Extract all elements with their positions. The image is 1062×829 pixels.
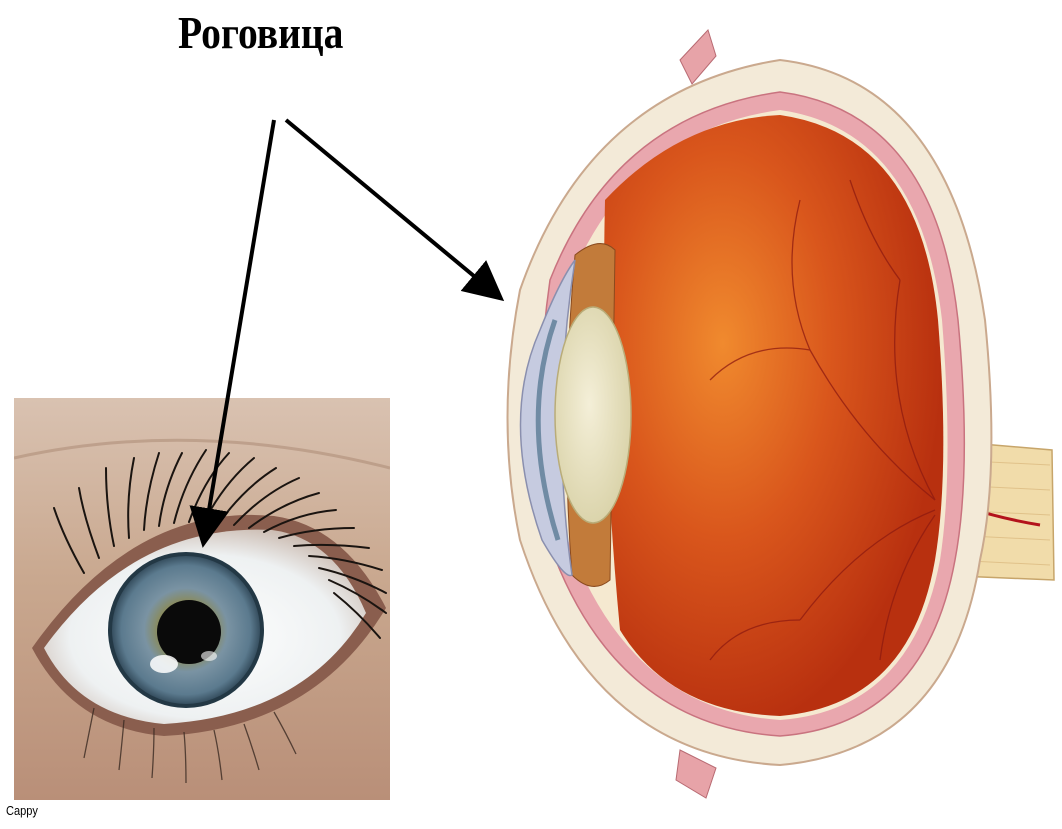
cornea-label: Роговица (178, 6, 341, 59)
arrow-to-cross-section (286, 120, 498, 296)
photo-caption: Cappy (6, 803, 38, 818)
eye-photo (14, 398, 390, 800)
eyeball-cross-section (480, 20, 1062, 810)
